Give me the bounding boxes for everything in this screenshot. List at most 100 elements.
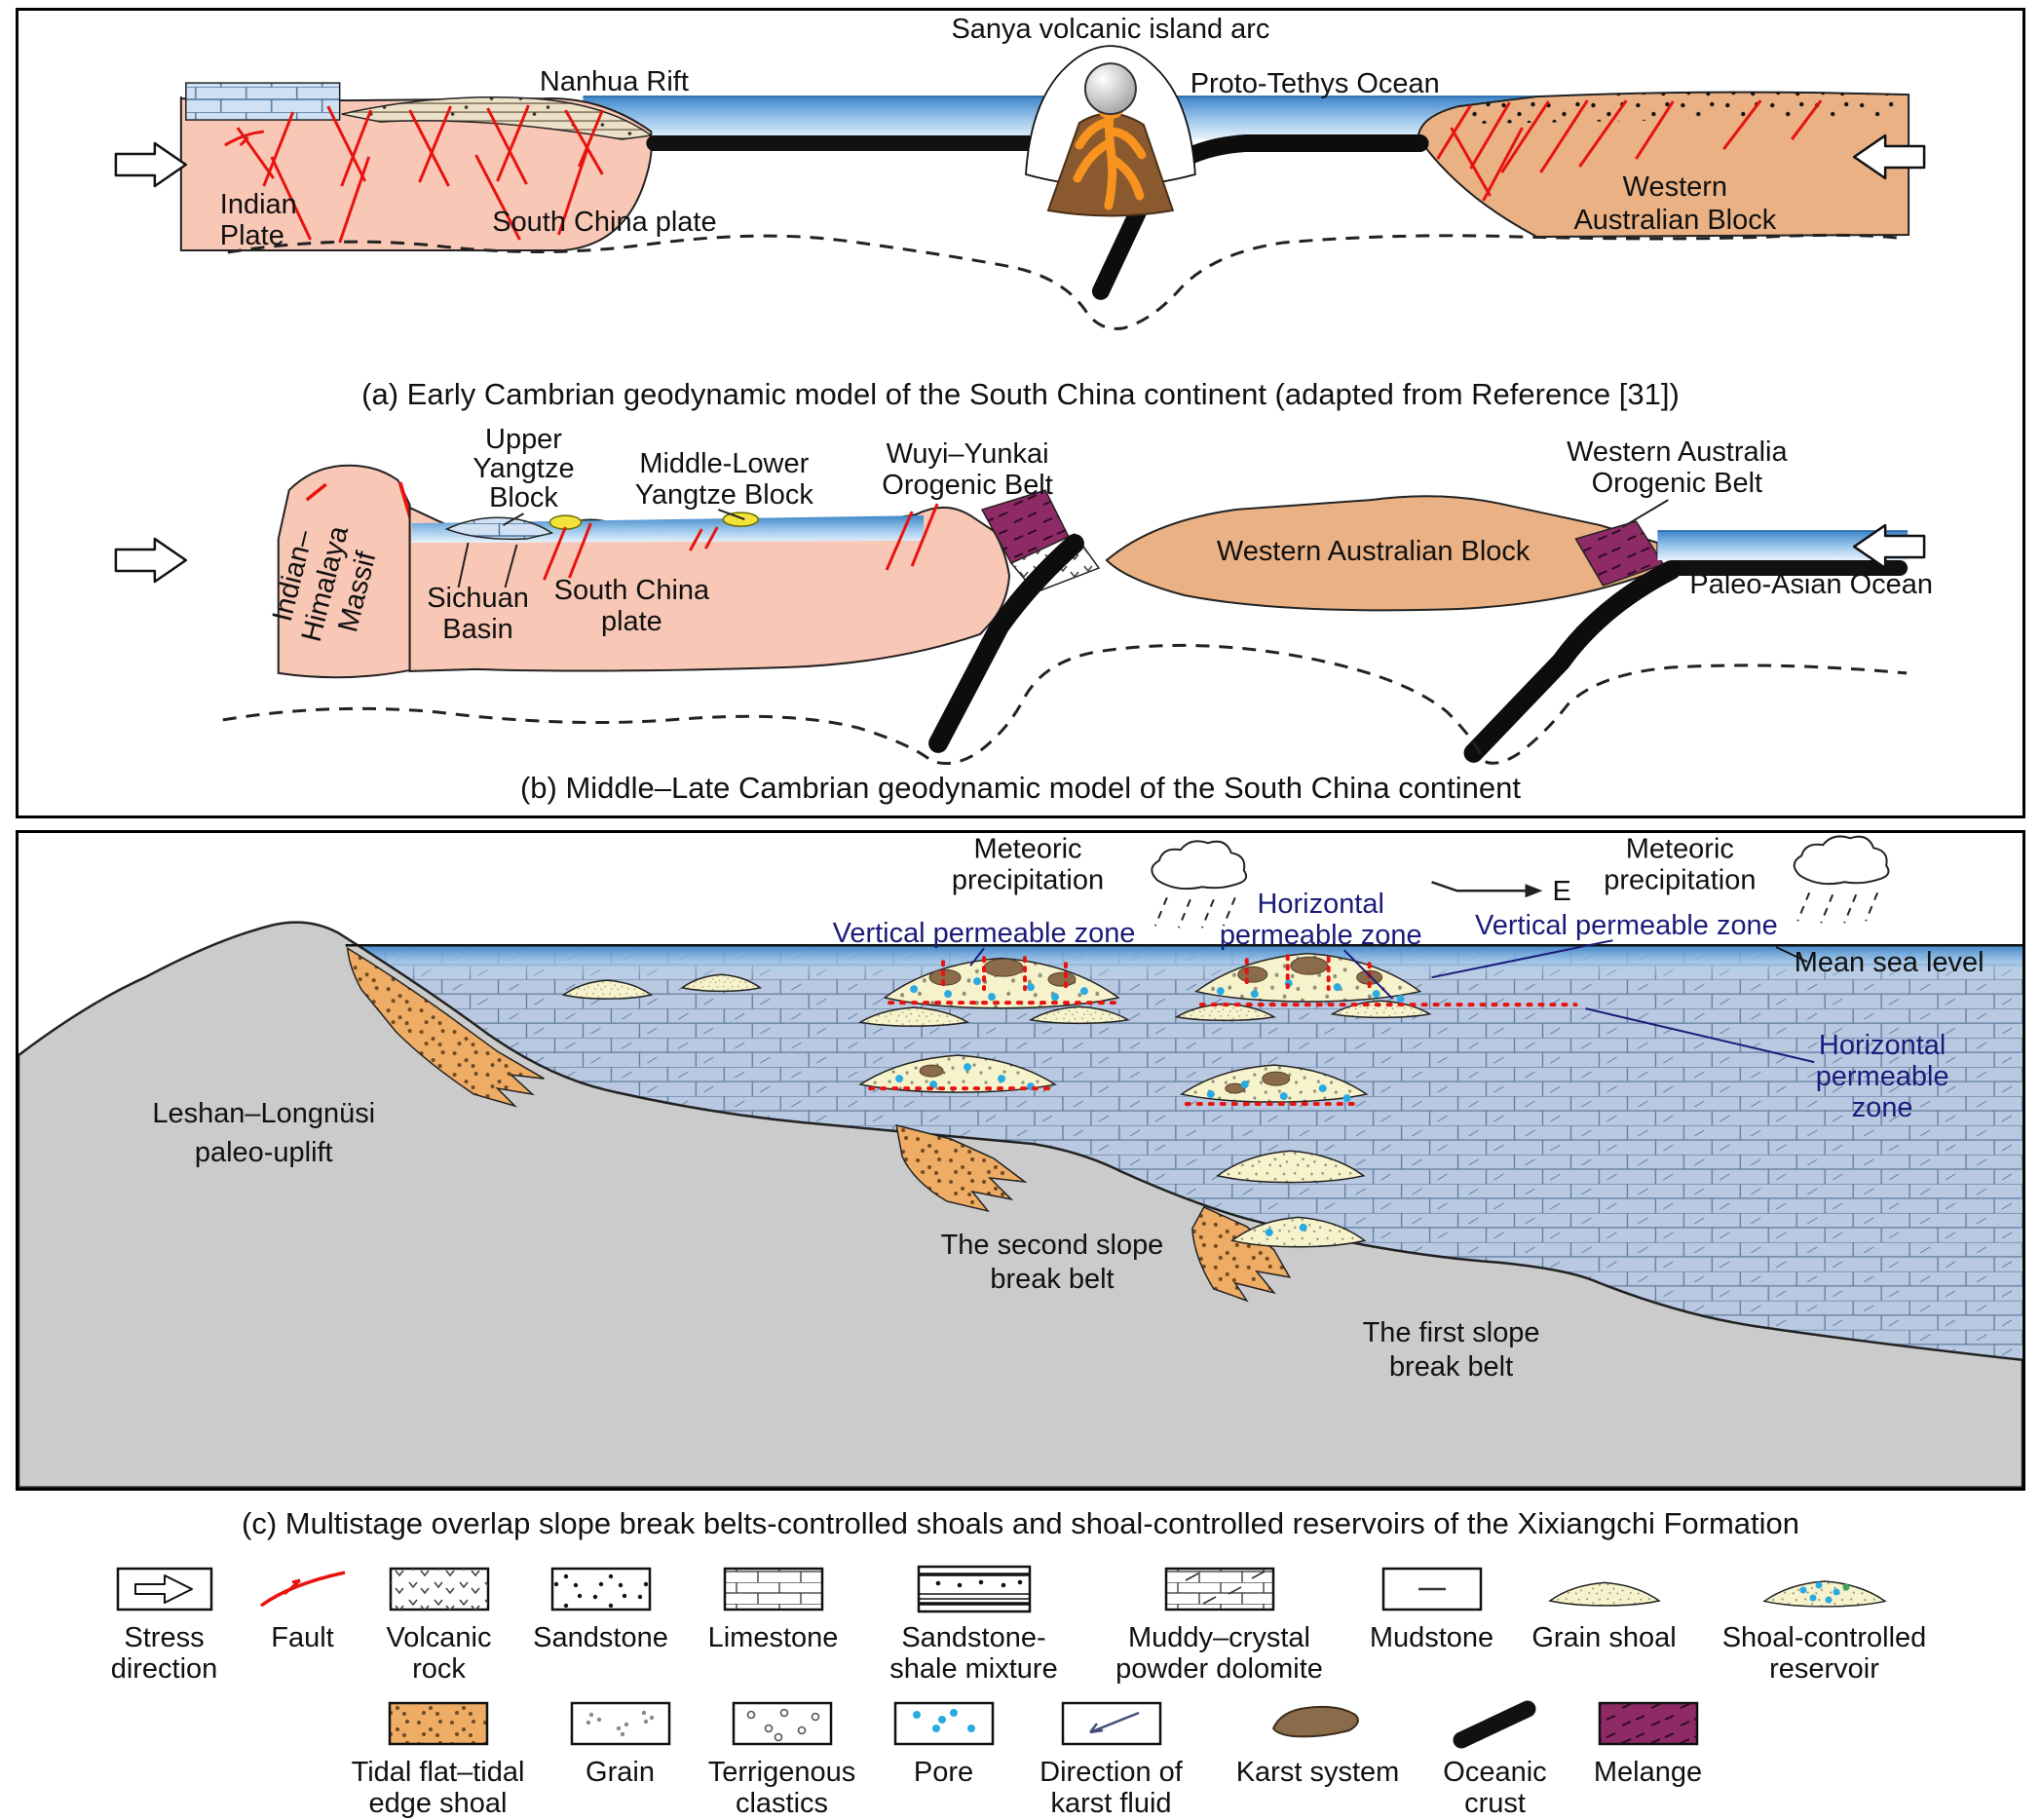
- label-east-marker: E: [1552, 876, 1570, 907]
- label-wuyi-yunkai: Orogenic Belt: [882, 470, 1053, 501]
- label-western-australian-block: Western: [1623, 171, 1727, 203]
- sea-level-leader: [1775, 946, 1808, 964]
- label-proto-tethys: Proto-Tethys Ocean: [1191, 68, 1440, 99]
- caption-panel-b: (b) Middle–Late Cambrian geodynamic mode…: [519, 771, 1522, 805]
- label-second-slope-break: break belt: [990, 1264, 1114, 1295]
- legend-label: Grain: [586, 1756, 655, 1788]
- legend-label: Terrigenous clastics: [707, 1756, 856, 1820]
- oceanic-crust-left: [646, 135, 1036, 152]
- sea-water-band: [345, 946, 2022, 982]
- nanhua-rift-strata: [341, 96, 654, 140]
- label-first-slope-break: The first slope: [1363, 1317, 1540, 1348]
- direction-of-karst-fluid-icon: [1061, 1701, 1161, 1746]
- sandstone-band: [1458, 92, 1903, 125]
- magma-channels: [1073, 105, 1147, 210]
- subducting-slab-b1: [928, 534, 1084, 753]
- fault-icon: [259, 1571, 345, 1608]
- label-sichuan-basin: Basin: [442, 614, 512, 645]
- label-horizontal-permeable-zone: Horizontal: [1257, 889, 1383, 920]
- legend-label: Pore: [913, 1756, 974, 1788]
- legend-item-grain: Grain: [570, 1695, 670, 1788]
- legend-row-1: Stress direction Fault Volcanic rock San…: [0, 1561, 2041, 1686]
- melange-icon: [1598, 1701, 1698, 1746]
- limestone-icon: [723, 1567, 823, 1611]
- rain-cloud-icon: [1151, 840, 1248, 929]
- label-middle-lower-yangtze: Middle-Lower: [639, 448, 809, 479]
- label-indian-plate: Plate: [220, 220, 284, 251]
- legend-item-grain-shoal: Grain shoal: [1527, 1561, 1682, 1653]
- label-leader-lines: [969, 939, 1815, 1064]
- reservoir-model-box: Meteoric precipitation Meteoric precipit…: [16, 830, 2025, 1491]
- rain-cloud-icon: [1793, 835, 1890, 924]
- label-second-slope-break: The second slope: [941, 1230, 1164, 1261]
- label-upper-yangtze: Yangtze: [472, 453, 574, 484]
- legend-label: Stress direction: [110, 1622, 218, 1686]
- stress-arrow-icon: [114, 537, 188, 584]
- sichuan-basin-fill: [444, 516, 554, 541]
- label-vertical-permeable-zone: Vertical permeable zone: [833, 918, 1136, 949]
- thrust-tick: [224, 130, 264, 147]
- legend-item-fault: Fault: [254, 1561, 352, 1653]
- label-nanhua-rift: Nanhua Rift: [540, 66, 689, 97]
- label-western-australia-orogenic: Western Australia: [1567, 436, 1788, 468]
- western-australian-block-b: [1105, 495, 1659, 612]
- label-meteoric-precipitation: precipitation: [952, 864, 1104, 895]
- label-middle-lower-yangtze: Yangtze Block: [635, 479, 814, 511]
- legend-item-pore: Pore: [893, 1695, 994, 1788]
- karst-system-icon: [1271, 1705, 1359, 1738]
- pore-icon: [893, 1701, 994, 1746]
- legend-label: Mudstone: [1369, 1622, 1494, 1653]
- legend-item-dolomite: Muddy–crystal powder dolomite: [1102, 1561, 1338, 1686]
- label-western-australian-block-b: Western Australian Block: [1217, 536, 1531, 567]
- terrigenous-clastics-icon: [732, 1701, 832, 1746]
- western-australian-block-a: [1417, 91, 1910, 238]
- legend-item-karst-system: Karst system: [1230, 1695, 1406, 1788]
- legend-label: Grain shoal: [1531, 1622, 1677, 1653]
- label-meteoric-precipitation: precipitation: [1604, 864, 1756, 895]
- east-arrow-icon: [1431, 881, 1543, 898]
- legend-label: Tidal flat–tidal edge shoal: [351, 1756, 525, 1820]
- label-paleo-asian-ocean: Paleo-Asian Ocean: [1689, 569, 1933, 600]
- label-meteoric-precipitation: Meteoric: [1626, 833, 1734, 864]
- grain-shoal-icon: [1549, 1581, 1659, 1607]
- legend-item-stress-direction: Stress direction: [100, 1561, 229, 1686]
- label-western-australia-orogenic: Orogenic Belt: [1592, 468, 1763, 499]
- legend-row-2: Tidal flat–tidal edge shoal Grain: [0, 1695, 2041, 1820]
- label-vertical-permeable-zone: Vertical permeable zone: [1475, 910, 1778, 941]
- label-leshan-uplift: paleo-uplift: [195, 1137, 333, 1168]
- label-first-slope-break: break belt: [1389, 1351, 1513, 1383]
- karst-system-blobs: [919, 956, 1383, 1094]
- stress-arrow-icon: [1852, 133, 1926, 180]
- legend-item-oceanic-crust: Oceanic crust: [1431, 1695, 1560, 1820]
- label-horizontal-permeable-zone: permeable zone: [1220, 920, 1422, 951]
- tidal-flat-deposits: [346, 946, 1292, 1303]
- legend-label: Melange: [1593, 1756, 1703, 1788]
- legend-item-volcanic-rock: Volcanic rock: [377, 1561, 502, 1686]
- legend-item-sandstone-shale: Sandstone-shale mixture: [872, 1561, 1077, 1686]
- muddy-crystal-powder-dolomite-icon: [1164, 1567, 1274, 1611]
- legend-label: Limestone: [707, 1622, 839, 1653]
- grain-icon: [570, 1701, 670, 1746]
- oceanic-crust-right: [1665, 560, 1909, 577]
- panel-b-diagram: Upper Yangtze Block Middle-Lower Yangtze…: [114, 424, 1933, 765]
- legend-item-karst-fluid-direction: Direction of karst fluid: [1018, 1695, 1205, 1820]
- label-horizontal-permeable-zone-right: permeable: [1816, 1061, 1949, 1092]
- legend-item-shoal-reservoir: Shoal-controlled reservoir: [1708, 1561, 1942, 1686]
- leader-lines-b: [457, 499, 1669, 588]
- legend-item-sandstone: Sandstone: [527, 1561, 675, 1653]
- eruption-cloud: [1083, 62, 1137, 116]
- label-horizontal-permeable-zone-right: Horizontal: [1819, 1030, 1946, 1061]
- fault-tick: [305, 482, 327, 502]
- sandstone-shale-icon: [917, 1565, 1031, 1613]
- label-leshan-uplift: Leshan–Longnüsi: [152, 1098, 375, 1129]
- caption-panel-a: (a) Early Cambrian geodynamic model of t…: [361, 377, 1680, 411]
- label-horizontal-permeable-zone-right: zone: [1852, 1092, 1913, 1123]
- caption-panel-c: (c) Multistage overlap slope break belts…: [242, 1506, 1799, 1540]
- label-indian-plate: Indian: [220, 189, 297, 220]
- fault-lines-left: [236, 104, 604, 244]
- legend-label: Fault: [271, 1622, 334, 1653]
- legend-label: Shoal-controlled reservoir: [1721, 1622, 1927, 1686]
- fault-lines-b: [543, 503, 939, 581]
- label-south-china-plate-b: South China: [554, 575, 710, 606]
- legend-label: Oceanic crust: [1443, 1756, 1547, 1820]
